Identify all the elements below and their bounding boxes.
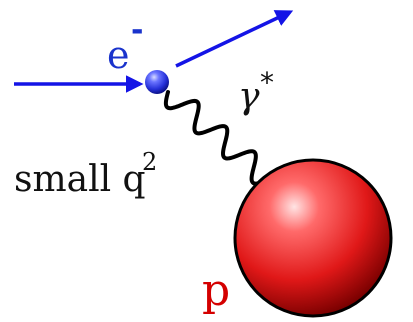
outgoing-electron-arrow (175, 10, 294, 68)
photon-label: γ * (238, 66, 274, 117)
arrow-up-right-icon (175, 10, 294, 68)
proton-ball (233, 158, 393, 318)
proton-label: p (202, 265, 230, 316)
momentum-transfer-label: small q 2 (14, 148, 157, 200)
electron-ball (145, 70, 169, 94)
virtual-photon-line (163, 90, 270, 186)
electron-label: e - (107, 13, 143, 77)
